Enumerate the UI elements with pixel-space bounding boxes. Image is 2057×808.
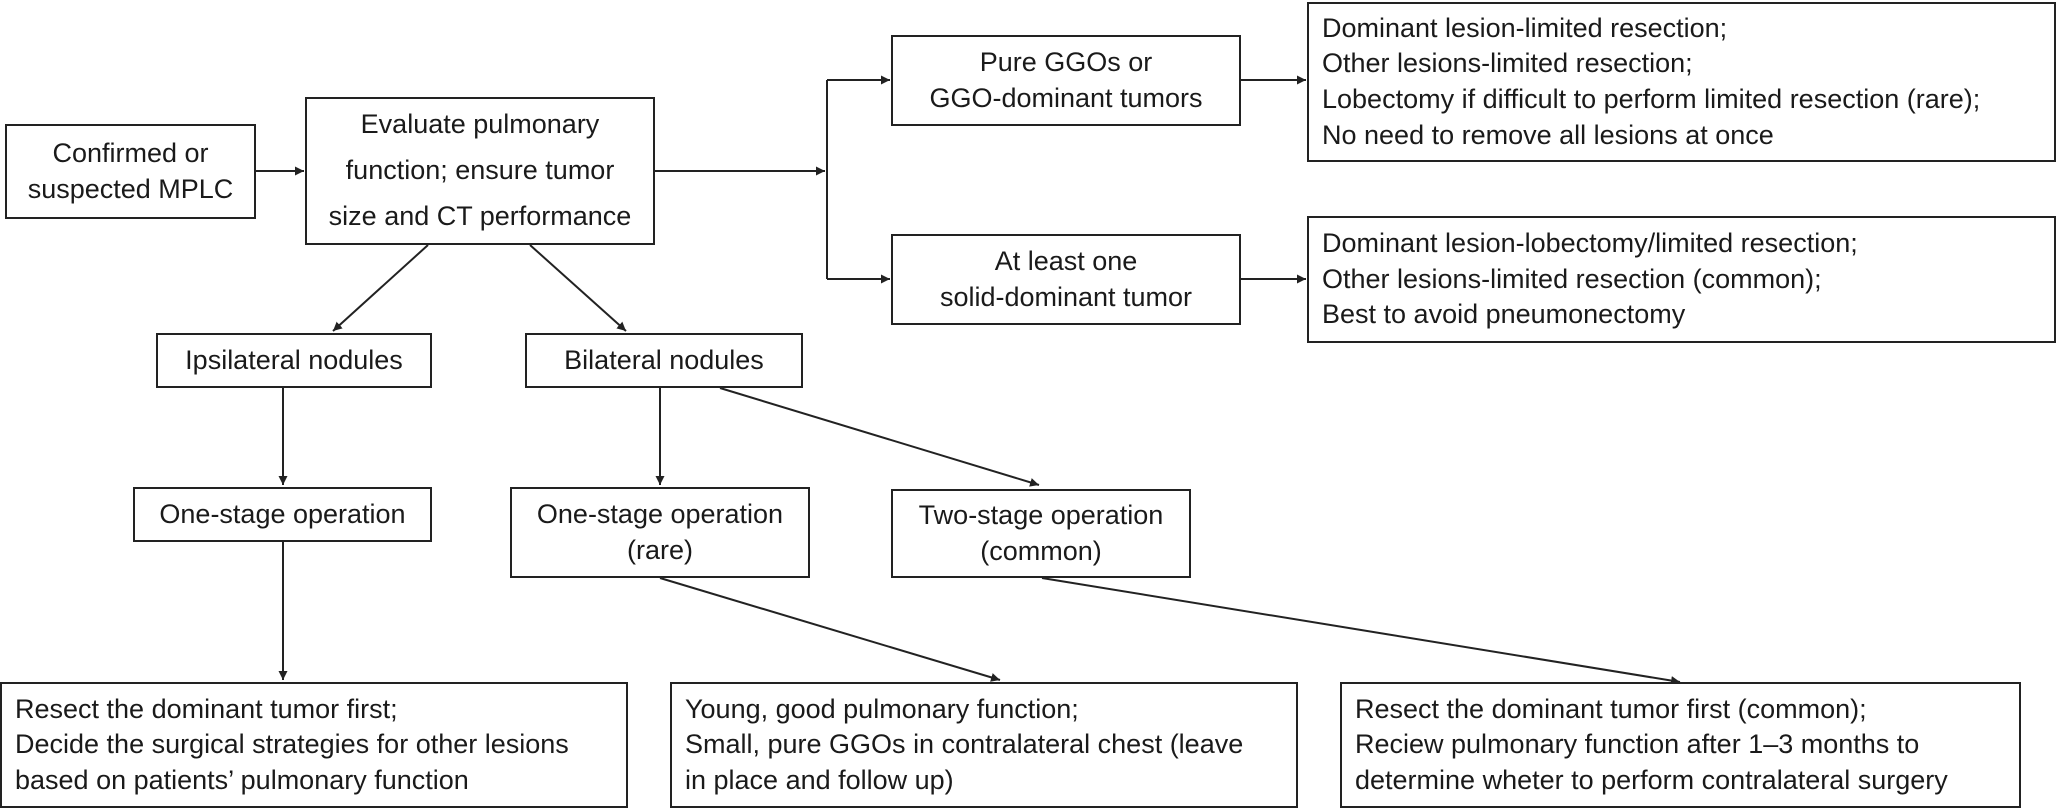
node-one-stage-ipsilateral: One-stage operation bbox=[133, 487, 432, 542]
node-bilateral-nodules: Bilateral nodules bbox=[525, 333, 803, 388]
node-solid-plan: Dominant lesion-lobectomy/limited resect… bbox=[1307, 216, 2056, 343]
node-two-stage-plan-line-2: Reciew pulmonary function after 1–3 mont… bbox=[1355, 729, 1920, 760]
node-pure-ggo-plan-line-1: Dominant lesion-limited resection; bbox=[1322, 12, 1728, 43]
node-solid-dominant: At least one solid-dominant tumor bbox=[891, 234, 1241, 325]
node-two-stage-plan-line-3: determine wheter to perform contralatera… bbox=[1355, 764, 1948, 795]
node-confirmed-mplc-line-2: suspected MPLC bbox=[27, 173, 234, 204]
node-ipsi-plan-line-3: based on patients’ pulmonary function bbox=[15, 764, 469, 795]
node-two-stage-plan-line-1: Resect the dominant tumor first (common)… bbox=[1355, 693, 1867, 724]
node-one-stage-plan-line-2: Small, pure GGOs in contralateral chest … bbox=[685, 729, 1244, 760]
node-pure-ggo: Pure GGOs or GGO-dominant tumors bbox=[891, 35, 1241, 126]
node-ipsi-plan-line-1: Resect the dominant tumor first; bbox=[15, 693, 398, 724]
node-solid-line-2: solid-dominant tumor bbox=[939, 281, 1193, 312]
node-two-stage: Two-stage operation (common) bbox=[891, 489, 1191, 578]
node-pure-ggo-plan-line-3: Lobectomy if difficult to perform limite… bbox=[1322, 84, 1981, 114]
node-confirmed-mplc-line-1: Confirmed or bbox=[52, 137, 209, 168]
node-evaluate-line-2: function; ensure tumor bbox=[345, 155, 615, 186]
node-solid-plan-line-1: Dominant lesion-lobectomy/limited resect… bbox=[1322, 228, 1858, 259]
node-pure-ggo-plan: Dominant lesion-limited resection; Other… bbox=[1307, 2, 2056, 162]
node-two-stage-line-1: Two-stage operation bbox=[918, 499, 1164, 530]
node-ipsilateral-nodules: Ipsilateral nodules bbox=[156, 333, 432, 388]
arrow-evaluate-to-bilateral bbox=[529, 244, 627, 332]
node-confirmed-mplc: Confirmed or suspected MPLC bbox=[5, 124, 256, 219]
node-pure-ggo-line-2: GGO-dominant tumors bbox=[929, 82, 1203, 113]
node-pure-ggo-line-1: Pure GGOs or bbox=[979, 46, 1153, 77]
node-one-stage-bi-line-2: (rare) bbox=[627, 534, 693, 565]
arrow-bilateral-to-two-stage bbox=[719, 387, 1040, 487]
node-one-stage-ipsi-label: One-stage operation bbox=[159, 498, 406, 529]
node-ipsilateral-label: Ipsilateral nodules bbox=[185, 344, 403, 375]
node-evaluate-line-3: size and CT performance bbox=[328, 200, 632, 231]
node-one-stage-plan-line-3: in place and follow up) bbox=[685, 764, 954, 795]
node-pure-ggo-plan-line-2: Other lesions-limited resection; bbox=[1322, 48, 1693, 79]
node-evaluate-line-1: Evaluate pulmonary bbox=[360, 109, 600, 140]
node-solid-plan-line-2: Other lesions-limited resection (common)… bbox=[1322, 263, 1822, 294]
node-evaluate-pulmonary-function: Evaluate pulmonary function; ensure tumo… bbox=[305, 97, 655, 245]
node-solid-plan-line-3: Best to avoid pneumonectomy bbox=[1322, 299, 1686, 330]
node-one-stage-plan: Young, good pulmonary function; Small, p… bbox=[670, 682, 1298, 808]
arrow-two-stage-to-plan bbox=[1041, 577, 1681, 685]
node-one-stage-plan-line-1: Young, good pulmonary function; bbox=[685, 693, 1079, 724]
arrow-evaluate-to-ipsilateral bbox=[332, 244, 429, 332]
node-one-stage-bilateral: One-stage operation (rare) bbox=[510, 487, 810, 578]
node-solid-line-1: At least one bbox=[994, 245, 1138, 276]
node-two-stage-line-2: (common) bbox=[980, 535, 1102, 566]
node-bilateral-label: Bilateral nodules bbox=[564, 344, 764, 375]
node-pure-ggo-plan-line-4: No need to remove all lesions at once bbox=[1322, 119, 1774, 150]
node-ipsi-plan-line-2: Decide the surgical strategies for other… bbox=[15, 729, 569, 760]
node-ipsilateral-plan: Resect the dominant tumor first; Decide … bbox=[0, 682, 628, 808]
node-one-stage-bi-line-1: One-stage operation bbox=[536, 498, 784, 529]
arrow-one-stage-bi-to-plan bbox=[659, 577, 1001, 682]
node-two-stage-plan: Resect the dominant tumor first (common)… bbox=[1340, 682, 2021, 808]
